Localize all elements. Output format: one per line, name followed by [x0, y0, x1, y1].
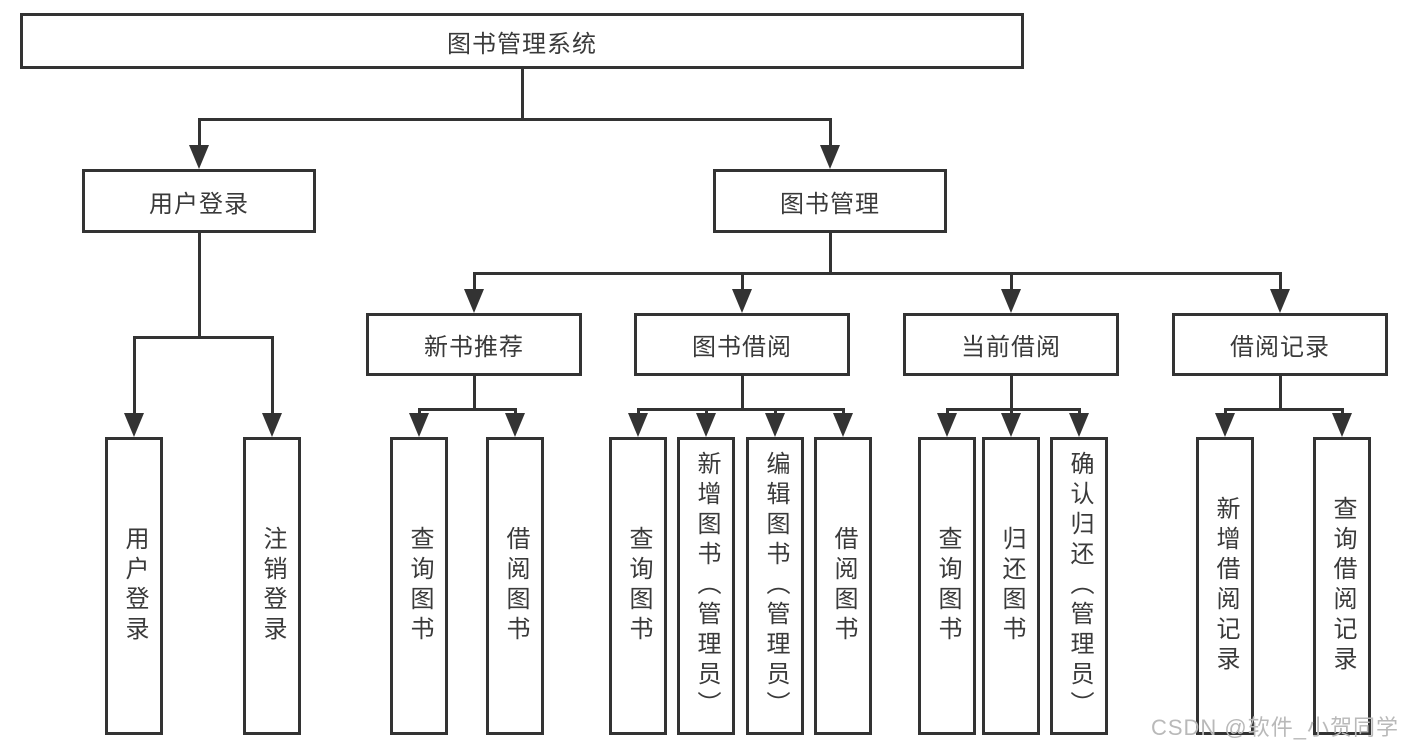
arrow-down-icon — [409, 413, 429, 437]
connector-line — [198, 233, 201, 336]
leaf-query-borrow-record: 查询借阅记录 — [1313, 437, 1371, 735]
connector-line — [946, 408, 1080, 411]
arrow-down-icon — [833, 413, 853, 437]
connector-line — [418, 408, 517, 411]
leaf-query-borrow-record-label: 查询借阅记录 — [1329, 496, 1356, 676]
connector-line — [829, 118, 832, 146]
arrow-down-icon — [1332, 413, 1352, 437]
connector-line — [514, 408, 517, 415]
leaf-add-borrow-record: 新增借阅记录 — [1196, 437, 1254, 735]
connector-line — [705, 408, 708, 415]
node-book-borrowing: 图书借阅 — [634, 313, 850, 376]
connector-line — [521, 69, 524, 118]
connector-line — [1010, 408, 1013, 415]
connector-line — [1224, 408, 1343, 411]
connector-line — [946, 408, 949, 415]
leaf-user-login: 用户登录 — [105, 437, 163, 735]
arrow-down-icon — [628, 413, 648, 437]
leaf-add-books-admin-label: 新增图书（管理员） — [693, 451, 720, 721]
leaf-confirm-return-admin-label: 确认归还（管理员） — [1066, 451, 1093, 721]
connector-line — [418, 408, 421, 415]
arrow-down-icon — [937, 413, 957, 437]
leaf-borrow-query-books-label: 查询图书 — [625, 526, 652, 646]
arrow-down-icon — [765, 413, 785, 437]
arrow-down-icon — [696, 413, 716, 437]
leaf-edit-books-admin: 编辑图书（管理员） — [746, 437, 804, 735]
node-current-borrowing-label: 当前借阅 — [961, 334, 1061, 361]
leaf-add-borrow-record-label: 新增借阅记录 — [1212, 496, 1239, 676]
node-current-borrowing: 当前借阅 — [903, 313, 1119, 376]
connector-line — [842, 408, 845, 415]
connector-line — [1341, 408, 1344, 415]
connector-line — [829, 233, 832, 272]
connector-line — [1279, 376, 1282, 408]
connector-line — [1010, 272, 1013, 290]
node-user-login: 用户登录 — [82, 169, 316, 233]
arrow-down-icon — [1001, 289, 1021, 313]
arrow-down-icon — [505, 413, 525, 437]
leaf-borrow-books-label: 借阅图书 — [830, 526, 857, 646]
node-borrowing-records-label: 借阅记录 — [1230, 334, 1330, 361]
connector-line — [473, 272, 1282, 275]
arrow-down-icon — [189, 145, 209, 169]
arrow-down-icon — [732, 289, 752, 313]
arrow-down-icon — [464, 289, 484, 313]
connector-line — [271, 336, 274, 414]
connector-line — [1279, 272, 1282, 290]
watermark: CSDN @软件_小贺同学 — [1150, 715, 1399, 740]
connector-line — [1010, 376, 1013, 408]
arrow-down-icon — [124, 413, 144, 437]
leaf-logout-label: 注销登录 — [259, 526, 286, 646]
node-book-management-label: 图书管理 — [780, 190, 880, 218]
connector-line — [473, 272, 476, 290]
connector-line — [133, 336, 274, 339]
connector-line — [1078, 408, 1081, 415]
arrow-down-icon — [820, 145, 840, 169]
node-book-borrowing-label: 图书借阅 — [692, 334, 792, 361]
node-library-system: 图书管理系统 — [20, 13, 1024, 69]
connector-line — [473, 376, 476, 408]
leaf-recommend-query-books-label: 查询图书 — [406, 526, 433, 646]
arrow-down-icon — [1270, 289, 1290, 313]
leaf-recommend-query-books: 查询图书 — [390, 437, 448, 735]
leaf-current-query-books-label: 查询图书 — [934, 526, 961, 646]
leaf-borrow-query-books: 查询图书 — [609, 437, 667, 735]
leaf-add-books-admin: 新增图书（管理员） — [677, 437, 735, 735]
leaf-confirm-return-admin: 确认归还（管理员） — [1050, 437, 1108, 735]
arrow-down-icon — [262, 413, 282, 437]
connector-line — [741, 272, 744, 290]
connector-line — [637, 408, 640, 415]
leaf-user-login-label: 用户登录 — [121, 526, 148, 646]
leaf-return-books-label: 归还图书 — [998, 526, 1025, 646]
node-new-book-recommend: 新书推荐 — [366, 313, 582, 376]
leaf-edit-books-admin-label: 编辑图书（管理员） — [762, 451, 789, 721]
arrow-down-icon — [1215, 413, 1235, 437]
leaf-return-books: 归还图书 — [982, 437, 1040, 735]
node-borrowing-records: 借阅记录 — [1172, 313, 1388, 376]
node-user-login-label: 用户登录 — [149, 190, 249, 218]
connector-line — [133, 336, 136, 414]
connector-line — [637, 408, 845, 411]
connector-line — [198, 118, 201, 146]
arrow-down-icon — [1069, 413, 1089, 437]
leaf-borrow-books: 借阅图书 — [814, 437, 872, 735]
connector-line — [1224, 408, 1227, 415]
leaf-recommend-borrow-books: 借阅图书 — [486, 437, 544, 735]
leaf-recommend-borrow-books-label: 借阅图书 — [502, 526, 529, 646]
connector-line — [198, 118, 832, 121]
node-new-book-recommend-label: 新书推荐 — [424, 334, 524, 361]
node-book-management: 图书管理 — [713, 169, 947, 233]
leaf-current-query-books: 查询图书 — [918, 437, 976, 735]
leaf-logout: 注销登录 — [243, 437, 301, 735]
connector-line — [774, 408, 777, 415]
arrow-down-icon — [1001, 413, 1021, 437]
connector-line — [741, 376, 744, 408]
node-library-system-label: 图书管理系统 — [447, 30, 597, 58]
